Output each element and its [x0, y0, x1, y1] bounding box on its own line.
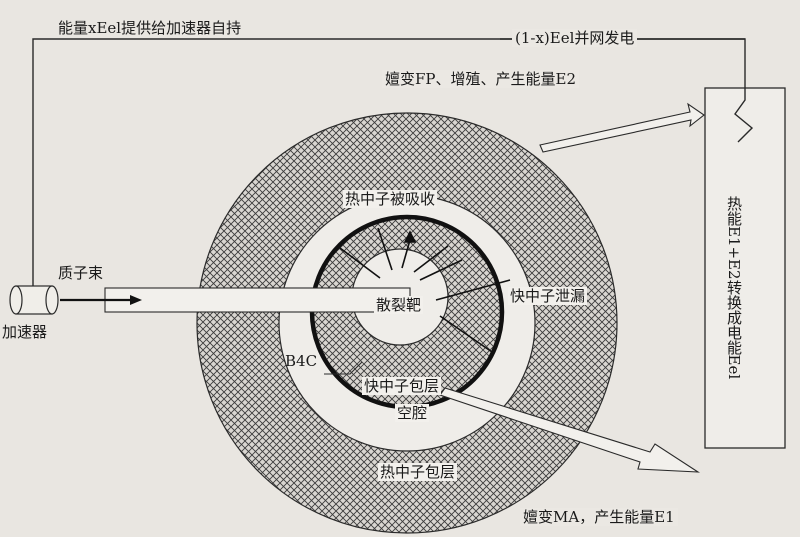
energy-arrow-e1 [439, 387, 701, 473]
accelerator-icon [9, 285, 59, 315]
fast-blanket-label: 快中子包层 [362, 377, 442, 395]
feedback-energy-label: 能量xEel提供给加速器自持 [58, 19, 242, 37]
transmutation-ma-label: 嬗变MA，产生能量E1 [520, 508, 678, 526]
feedback-line [32, 38, 746, 286]
proton-beam-tube [104, 287, 411, 313]
spallation-target-label: 散裂靶 [374, 296, 424, 314]
output-zigzag [734, 88, 754, 143]
thermal-blanket-label: 热中子包层 [378, 463, 458, 481]
transmutation-fp-label: 嬗变FP、增殖、产生能量E2 [382, 70, 579, 88]
converter-box [704, 87, 786, 449]
b4c-label: B4C [285, 352, 318, 370]
converter-label: 热能E1+E2转换成电能Eel [725, 196, 743, 380]
cavity-label: 空腔 [395, 404, 430, 422]
grid-power-label: (1-x)Eel并网发电 [512, 29, 638, 47]
energy-arrow-e2 [539, 102, 705, 153]
fast-leak-label: 快中子泄漏 [508, 287, 588, 305]
proton-beam-label: 质子束 [58, 264, 104, 282]
accelerator-label: 加速器 [2, 323, 48, 341]
neutron-rays [339, 227, 511, 353]
thermal-absorbed-label: 热中子被吸收 [343, 190, 438, 208]
